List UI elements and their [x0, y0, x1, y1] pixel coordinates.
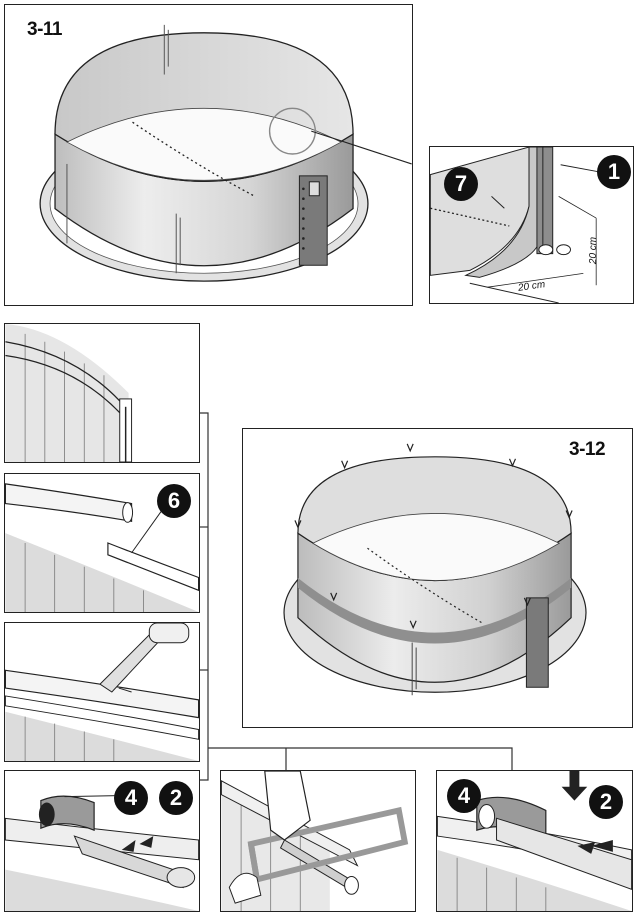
cutting-strip-illustration: [5, 623, 199, 761]
coping-strip-illustration: [5, 483, 199, 612]
step-2-panel: 6: [4, 473, 200, 613]
figure-3-11-label: 3-11: [27, 19, 62, 40]
callout-badge-4: 4: [114, 781, 148, 815]
step-5-panel: [220, 770, 416, 912]
figure-3-11-panel: 3-11: [4, 4, 413, 306]
dimension-vertical: 20 cm: [588, 236, 600, 265]
tube-joint-illustration: [5, 795, 199, 911]
callout-badge-1: 1: [597, 155, 631, 189]
figure-3-12-panel: 3-12: [242, 428, 633, 728]
overlap-detail-panel: 7 1 20 cm 20 cm: [429, 146, 634, 304]
step-1-panel: [4, 323, 200, 463]
step-3-panel: [4, 622, 200, 762]
pool-wall-illustration: [39, 24, 412, 282]
wall-edge-illustration: [5, 324, 133, 462]
step-4-panel: 4 2: [4, 770, 200, 912]
callout-badge-7: 7: [444, 167, 478, 201]
callout-badge-2: 2: [159, 781, 193, 815]
figure-3-12-label: 3-12: [569, 439, 606, 460]
pool-wall-with-clips-illustration: [283, 443, 587, 696]
tube-insertion-illustration: [437, 771, 632, 911]
callout-badge-2: 2: [589, 785, 623, 819]
callout-badge-4: 4: [447, 779, 481, 813]
hacksaw-cutting-illustration: [221, 771, 409, 911]
step-6-panel: 4 2: [436, 770, 633, 912]
callout-badge-6: 6: [157, 484, 191, 518]
